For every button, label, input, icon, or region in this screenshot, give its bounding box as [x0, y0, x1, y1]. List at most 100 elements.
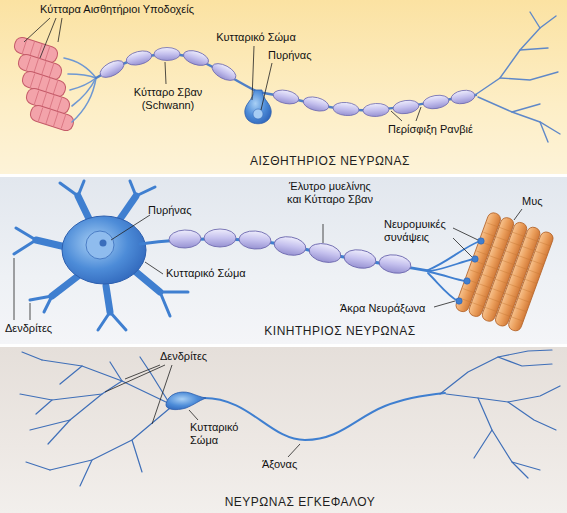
myelin-segment: [182, 48, 211, 68]
myelin-segment: [97, 48, 475, 118]
leader-line: [165, 62, 166, 84]
dendrite: [14, 181, 188, 330]
leader-line: [24, 18, 421, 121]
myelin-segment: [378, 253, 412, 275]
leader-line: [189, 410, 198, 420]
label-anchor: Δενδρίτες: [5, 322, 52, 335]
axon-terminal: [475, 16, 556, 95]
axon-terminal: [428, 273, 458, 301]
sensory-fibers: [70, 78, 96, 90]
dendrite: [22, 352, 42, 360]
axon-terminal: [498, 357, 552, 366]
part-label: Κυτταρικό Σώμα: [216, 31, 296, 44]
receptor-cells: [30, 73, 58, 96]
receptor-cells: [29, 104, 76, 133]
part-label: Κύτταρα Αισθητήριοι Υποδοχείς: [40, 3, 194, 16]
muscle: [481, 221, 529, 323]
muscle: [494, 226, 542, 328]
axon-terminal: [440, 350, 560, 478]
panel-title: ΚΙΝΗΤΗΡΙΟΣ ΝΕΥΡΩΝΑΣ: [264, 324, 415, 338]
dendrite: [60, 366, 82, 384]
leader-line: [105, 365, 300, 457]
axon-terminal: [478, 398, 528, 478]
label-anchor: Περίσφιξη Ρανβιέ: [388, 123, 473, 136]
leader-line: [14, 209, 522, 320]
dendrite: [48, 420, 70, 444]
receptor-cells: [13, 36, 60, 65]
leader-line: [145, 262, 163, 274]
part-label: Κύτταρο Σβαν (Schwann): [122, 86, 214, 112]
axon-terminal: [430, 259, 474, 271]
leader-line: [14, 258, 15, 320]
leader-line: [24, 18, 50, 42]
muscle: [454, 211, 554, 332]
cell-body: [62, 216, 146, 284]
cell-body: [86, 231, 114, 259]
label-anchor: Κύτταρο Σβαν (Schwann): [122, 86, 214, 112]
dendrite: [130, 181, 155, 196]
leader-line: [30, 303, 31, 320]
dendrite: [30, 394, 102, 430]
dendrite: [36, 240, 70, 248]
panel-title: ΝΕΥΡΩΝΑΣ ΕΓΚΕΦΑΛΟΥ: [225, 495, 376, 509]
receptor-cells: [13, 36, 60, 65]
myelin-segment: [392, 99, 420, 115]
muscle: [459, 223, 550, 321]
label-anchor: Κυτταρικό Σώμα: [166, 267, 246, 280]
leader-line: [252, 46, 254, 100]
sensory-fibers: [72, 78, 96, 122]
label-anchor: Νευρομυικές συνάψεις: [384, 218, 452, 244]
leader-line: [453, 228, 478, 240]
dendrite: [80, 460, 92, 486]
part-label: Άκρα Νευράξωνα: [340, 302, 425, 315]
dendrite: [136, 272, 160, 292]
myelin-segment: [272, 88, 300, 106]
dendrite: [98, 312, 126, 330]
myelin-segment: [97, 57, 126, 81]
leader-line: [40, 18, 56, 58]
cell-body: [166, 392, 206, 410]
axon-terminal: [530, 12, 540, 28]
receptor-cells: [34, 90, 62, 113]
motor-axon: [140, 239, 430, 271]
part-label: Πυρήνας: [148, 204, 192, 217]
leader-line: [152, 365, 172, 424]
part-label: Μυς: [522, 195, 542, 208]
myelin-segment: [343, 248, 377, 271]
dendrite: [20, 352, 170, 486]
myelin-segment: [363, 103, 390, 117]
sensory-fibers: [64, 58, 96, 78]
dendrite: [14, 228, 36, 254]
leader-line: [288, 444, 300, 457]
cell-body: [62, 216, 146, 284]
myelin-segment: [273, 234, 308, 257]
muscle: [454, 211, 502, 313]
receptor-cells: [21, 70, 68, 99]
dendrite: [20, 381, 122, 400]
receptor-cells: [29, 104, 76, 133]
myelin-segment: [332, 101, 359, 116]
dendrite: [160, 292, 188, 316]
sensory-fibers: [68, 74, 96, 78]
motor-axon: [140, 239, 430, 271]
myelin-segment: [169, 229, 202, 248]
dendrite: [50, 408, 170, 470]
label-anchor: Πυρήνας: [148, 204, 192, 217]
label-anchor: Δενδρίτες: [160, 350, 207, 363]
leader-line: [391, 111, 402, 121]
axon-terminal: [475, 12, 560, 142]
neuron-panel: ΚΙΝΗΤΗΡΙΟΣ ΝΕΥΡΩΝΑΣ: [0, 177, 567, 344]
axon-terminal: [428, 241, 480, 301]
axon-terminal: [478, 97, 560, 134]
title-anchor: ΝΕΥΡΩΝΑΣ ΕΓΚΕΦΑΛΟΥ: [225, 495, 376, 509]
myelin-segment: [307, 241, 342, 265]
part-label: Έλυτρο μυελίνης και Κύτταρο Σβαν: [282, 180, 378, 206]
myelin-segment: [302, 95, 330, 114]
panel-title: ΑΙΣΘΗΤΗΡΙΟΣ ΝΕΥΡΩΝΑΣ: [250, 154, 410, 168]
receptor-cells: [21, 70, 68, 99]
dendrite: [106, 286, 110, 312]
dendrite: [118, 196, 136, 222]
label-anchor: Πυρήνας: [268, 49, 312, 62]
axon-terminal: [440, 350, 552, 394]
